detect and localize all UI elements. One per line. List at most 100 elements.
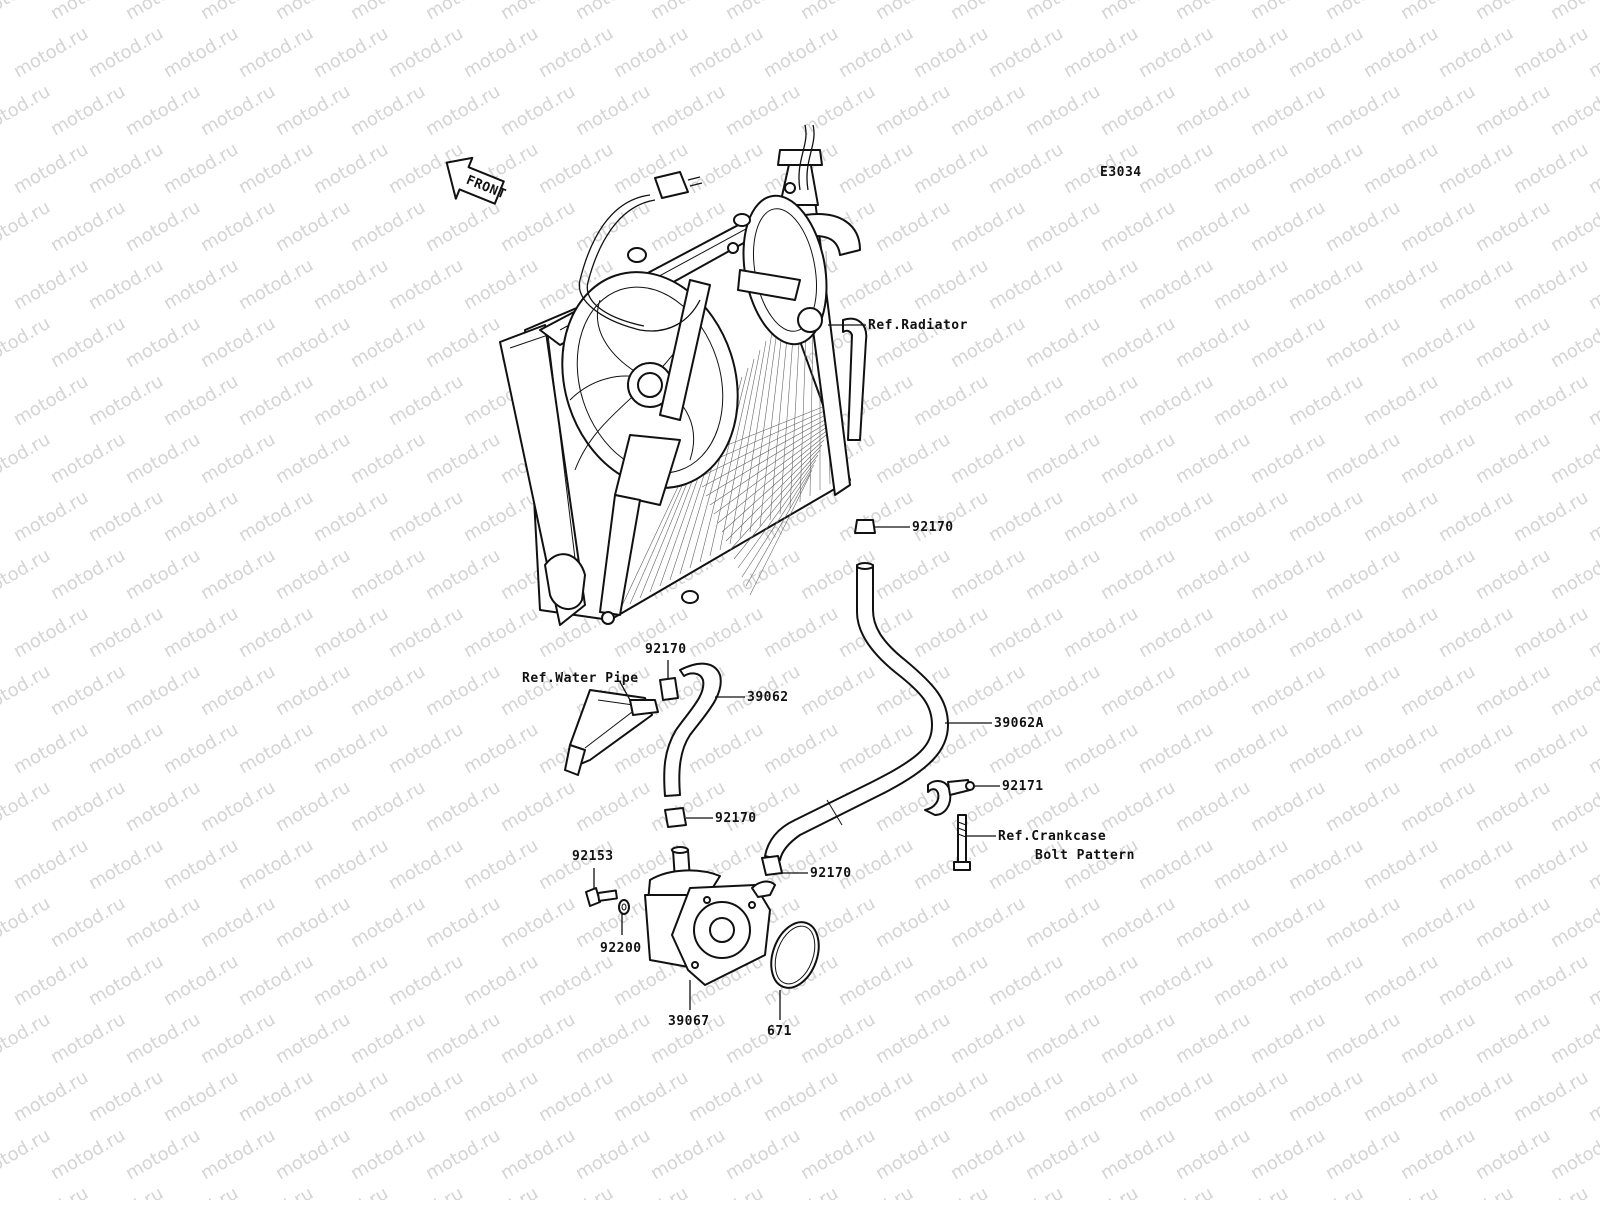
watermark-text: motod.ru	[1022, 1125, 1104, 1184]
watermark-text: motod.ru	[160, 951, 242, 1010]
watermark-text: motod.ru	[460, 951, 542, 1010]
watermark-text: motod.ru	[685, 23, 767, 82]
watermark-text: motod.ru	[235, 139, 317, 198]
watermark-text: motod.ru	[1360, 255, 1442, 314]
watermark-text: motod.ru	[1210, 951, 1292, 1010]
watermark-text: motod.ru	[10, 1183, 92, 1200]
watermark-text: motod.ru	[497, 197, 579, 256]
watermark-text: motod.ru	[1322, 661, 1404, 720]
watermark-text: motod.ru	[1360, 23, 1442, 82]
watermark-text: motod.ru	[197, 1125, 279, 1184]
watermark-text: motod.ru	[1397, 197, 1479, 256]
watermark-text: motod.ru	[122, 0, 204, 24]
watermark-text: motod.ru	[272, 313, 354, 372]
watermark-text: motod.ru	[647, 0, 729, 24]
watermark-text: motod.ru	[1547, 429, 1600, 488]
watermark-text: motod.ru	[1060, 603, 1142, 662]
radiator-fin-line	[759, 313, 785, 527]
watermark-text: motod.ru	[1360, 1183, 1442, 1200]
watermark-text: motod.ru	[1397, 893, 1479, 952]
watermark-text: motod.ru	[1285, 835, 1367, 894]
radiator-fin-line	[709, 424, 831, 506]
watermark-text: motod.ru	[1435, 1183, 1517, 1200]
watermark-text: motod.ru	[1472, 429, 1554, 488]
watermark-text: motod.ru	[1060, 719, 1142, 778]
watermark-text: motod.ru	[872, 81, 954, 140]
watermark-text: motod.ru	[197, 777, 279, 836]
radiator-fin-line	[713, 429, 829, 515]
watermark-text: motod.ru	[1510, 603, 1592, 662]
watermark-text: motod.ru	[1585, 1067, 1600, 1126]
watermark-text: motod.ru	[1210, 487, 1292, 546]
watermark-text: motod.ru	[347, 1009, 429, 1068]
watermark-text: motod.ru	[272, 1125, 354, 1184]
watermark-text: motod.ru	[1097, 893, 1179, 952]
label-39062: 39062	[747, 690, 789, 705]
watermark-text: motod.ru	[122, 313, 204, 372]
watermark-text: motod.ru	[160, 487, 242, 546]
watermark-text: motod.ru	[85, 603, 167, 662]
watermark-text: motod.ru	[47, 0, 129, 24]
watermark-text: motod.ru	[1060, 487, 1142, 546]
watermark-text: motod.ru	[1022, 429, 1104, 488]
watermark-text: motod.ru	[47, 81, 129, 140]
watermark-text: motod.ru	[1585, 951, 1600, 1010]
watermark-text: motod.ru	[310, 487, 392, 546]
watermark-text: motod.ru	[122, 893, 204, 952]
watermark-text: motod.ru	[1585, 139, 1600, 198]
watermark-text: motod.ru	[1322, 777, 1404, 836]
watermark-text: motod.ru	[310, 23, 392, 82]
radiator-fin-line	[739, 331, 773, 539]
watermark-text: motod.ru	[122, 661, 204, 720]
watermark-text: motod.ru	[1247, 893, 1329, 952]
watermark-text: motod.ru	[122, 1125, 204, 1184]
watermark-text: motod.ru	[1172, 545, 1254, 604]
watermark-text: motod.ru	[647, 777, 729, 836]
watermark-text: motod.ru	[1135, 139, 1217, 198]
label-92170-d: 92170	[810, 866, 852, 881]
watermark-text: motod.ru	[872, 197, 954, 256]
watermark-text: motod.ru	[0, 1125, 54, 1184]
watermark-text: motod.ru	[1397, 777, 1479, 836]
radiator-fin-line	[705, 419, 833, 497]
watermark-text: motod.ru	[872, 429, 954, 488]
watermark-text: motod.ru	[272, 81, 354, 140]
watermark-text: motod.ru	[422, 545, 504, 604]
watermark-text: motod.ru	[947, 0, 1029, 24]
watermark-text: motod.ru	[835, 951, 917, 1010]
watermark-text: motod.ru	[1097, 777, 1179, 836]
watermark-text: motod.ru	[1285, 255, 1367, 314]
watermark-text: motod.ru	[797, 661, 879, 720]
watermark-text: motod.ru	[122, 1009, 204, 1068]
watermark-text: motod.ru	[835, 255, 917, 314]
watermark-text: motod.ru	[422, 777, 504, 836]
watermark-text: motod.ru	[47, 545, 129, 604]
watermark-text: motod.ru	[1210, 139, 1292, 198]
watermark-text: motod.ru	[497, 1125, 579, 1184]
watermark-text: motod.ru	[197, 81, 279, 140]
watermark-text: motod.ru	[385, 719, 467, 778]
watermark-text: motod.ru	[197, 0, 279, 24]
watermark-text: motod.ru	[197, 545, 279, 604]
watermark-text: motod.ru	[910, 487, 992, 546]
hose-clamp-92170-c	[664, 807, 713, 828]
watermark-text: motod.ru	[722, 0, 804, 24]
watermark-text: motod.ru	[1210, 1183, 1292, 1200]
watermark-text: motod.ru	[85, 139, 167, 198]
watermark-text: motod.ru	[1322, 1125, 1404, 1184]
watermark-text: motod.ru	[910, 1067, 992, 1126]
watermark-text: motod.ru	[0, 81, 54, 140]
watermark-text: motod.ru	[1097, 429, 1179, 488]
watermark-text: motod.ru	[1172, 429, 1254, 488]
watermark-text: motod.ru	[197, 197, 279, 256]
hose-clamp-92170-b	[659, 660, 679, 701]
hose-clamp-92170-a	[854, 519, 910, 534]
radiator-fin-line	[717, 434, 827, 524]
watermark-text: motod.ru	[1322, 893, 1404, 952]
watermark-text: motod.ru	[122, 777, 204, 836]
watermark-text: motod.ru	[947, 1125, 1029, 1184]
watermark-text: motod.ru	[385, 487, 467, 546]
watermark-text: motod.ru	[1022, 661, 1104, 720]
watermark-text: motod.ru	[235, 23, 317, 82]
radiator-fin-line	[749, 474, 811, 596]
